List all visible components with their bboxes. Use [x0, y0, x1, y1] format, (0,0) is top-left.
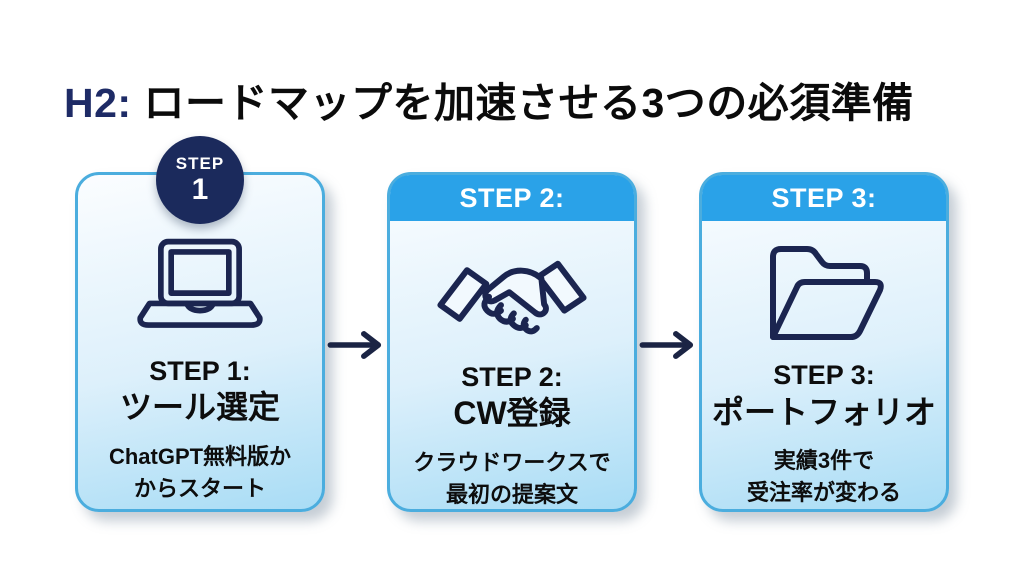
step-1-card: STEP 1: ツール選定 ChatGPT無料版か からスタート [75, 172, 325, 512]
step-2-description: クラウドワークスで 最初の提案文 [413, 447, 610, 511]
step-3-desc-line2: 受注率が変わる [746, 480, 901, 506]
step-2-heading: STEP 2: [461, 362, 563, 392]
step-3-description: 実績3件で 受注率が変わる [747, 445, 901, 509]
page-title-main: ロードマップを加速させる3つの必須準備 [143, 80, 914, 127]
step-1-desc-line2: からスタート [133, 475, 266, 501]
step-2-desc-line2: 最初の提案文 [445, 481, 578, 507]
page-title-prefix: H2: [64, 80, 144, 127]
step-2-header: STEP 2: [390, 175, 634, 221]
step-1-badge: STEP 1 [156, 136, 244, 224]
folder-icon [756, 239, 892, 349]
arrow-right-icon [327, 326, 385, 364]
step-3-subheading: ポートフォリオ [711, 393, 936, 430]
step-3-header: STEP 3: [702, 175, 946, 221]
step-2-desc-line1: クラウドワークスで [413, 449, 611, 475]
handshake-icon [432, 239, 592, 351]
step-1-heading: STEP 1: [149, 356, 251, 386]
step-3-card: STEP 3: STEP 3: ポートフォリオ 実績3件で 受注率が変わる [699, 172, 949, 512]
arrow-right-icon [639, 326, 697, 364]
step-1-badge-number: 1 [191, 172, 209, 206]
step-2-card: STEP 2: STEP 2: CW登録 クラウドワークスで 最初の提案文 [387, 172, 637, 512]
step-3-desc-line1: 実績3件で [773, 448, 875, 474]
step-3-heading: STEP 3: [773, 360, 875, 391]
step-1-desc-line1: ChatGPT無料版か [108, 443, 292, 469]
step-1-description: ChatGPT無料版か からスタート [109, 441, 291, 505]
step-2-subheading: CW登録 [453, 395, 571, 432]
step-1-badge-label: STEP [175, 153, 225, 173]
step-1-subheading: ツール選定 [119, 389, 280, 426]
laptop-icon [131, 233, 269, 345]
page-title: H2: ロードマップを加速させる3つの必須準備 [64, 79, 914, 128]
